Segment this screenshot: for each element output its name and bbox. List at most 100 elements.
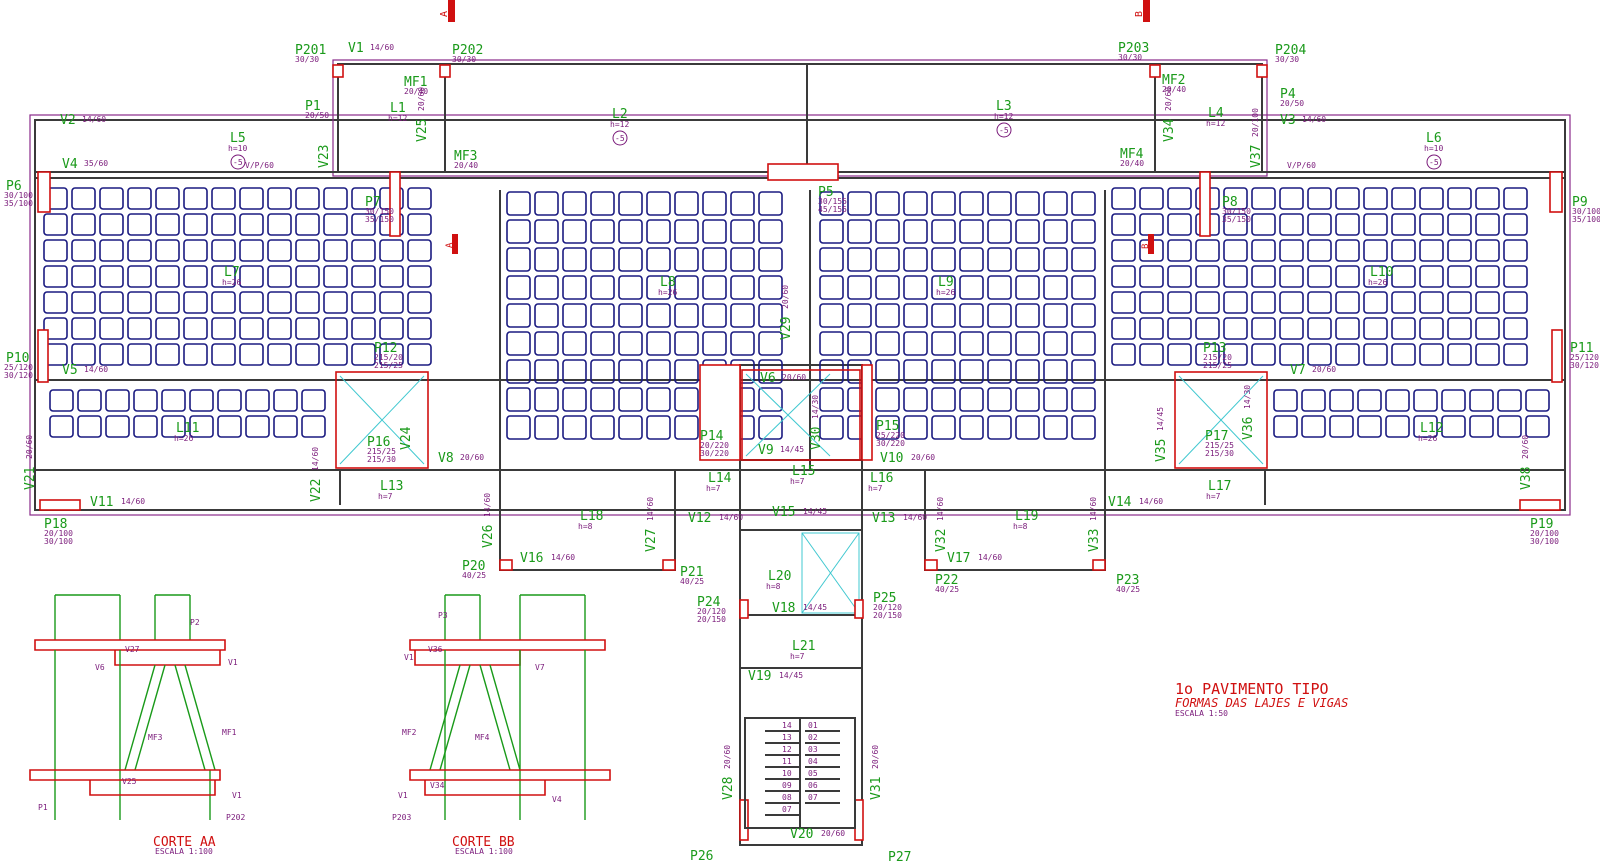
beam-dimension: 14/60 bbox=[121, 497, 145, 506]
svg-text:MF4: MF4 bbox=[475, 733, 490, 742]
beam-label: V16 bbox=[520, 551, 543, 566]
beam-label: V8 bbox=[438, 451, 454, 466]
rib-cell bbox=[506, 219, 531, 244]
rib-cell bbox=[351, 239, 376, 262]
pillar-label: P202 bbox=[452, 43, 483, 58]
wall-beam-label-right: V/P/60 bbox=[1287, 161, 1316, 170]
pillar-label: P8 bbox=[1222, 195, 1238, 210]
rib-cell bbox=[1071, 303, 1096, 328]
rib-cell bbox=[758, 359, 783, 384]
beam-dimension: 14/60 bbox=[370, 43, 394, 52]
slab-label: L21 bbox=[792, 639, 815, 654]
rib-cell bbox=[534, 359, 559, 384]
rib-cell bbox=[618, 331, 643, 356]
rib-cell bbox=[1015, 275, 1040, 300]
rib-cell bbox=[189, 389, 214, 412]
rib-cell bbox=[1139, 187, 1164, 210]
rib-cell bbox=[407, 213, 432, 236]
rib-cell bbox=[1475, 213, 1500, 236]
rib-cell bbox=[1307, 239, 1332, 262]
level-mark-circle bbox=[230, 154, 246, 170]
rib-cell bbox=[1447, 291, 1472, 314]
rib-cell bbox=[1447, 239, 1472, 262]
slab-thickness: h=8 bbox=[1013, 522, 1028, 531]
pillar-dimension: 30/30 bbox=[452, 55, 476, 64]
rib-cell bbox=[931, 247, 956, 272]
rib-cell bbox=[1497, 389, 1522, 412]
rib-cell bbox=[1111, 187, 1136, 210]
beam-dimension: 14/60 bbox=[82, 115, 106, 124]
rib-cell bbox=[875, 303, 900, 328]
beam-label: V30 bbox=[809, 427, 824, 450]
slab-thickness: h=12 bbox=[610, 120, 629, 129]
rib-cell bbox=[1279, 213, 1304, 236]
beam-dimension: 20/100 bbox=[1251, 108, 1260, 137]
rib-cell bbox=[183, 213, 208, 236]
rib-cell bbox=[1307, 317, 1332, 340]
rib-cell bbox=[295, 187, 320, 210]
pillar-dimension: 20/100 bbox=[1530, 529, 1559, 538]
rib-cell bbox=[819, 275, 844, 300]
rib-cell bbox=[730, 191, 755, 216]
rib-cell bbox=[245, 415, 270, 438]
drawing-scale: ESCALA 1:50 bbox=[1175, 709, 1228, 718]
beam-dimension: 14/60 bbox=[84, 365, 108, 374]
svg-text:P203: P203 bbox=[392, 813, 411, 822]
pillar-dimension: 30/120 bbox=[1570, 361, 1599, 370]
pillar-label: P27 bbox=[888, 850, 911, 864]
svg-text:B: B bbox=[1134, 11, 1145, 17]
rib-cell bbox=[1503, 265, 1528, 288]
mf-dimension: 20/40 bbox=[454, 161, 478, 170]
beam-dimension: 20/60 bbox=[25, 435, 34, 459]
rib-cell bbox=[987, 415, 1012, 440]
level-mark: -5 bbox=[1429, 158, 1439, 167]
rib-cell bbox=[1043, 359, 1068, 384]
rib-cell bbox=[239, 187, 264, 210]
rib-cell bbox=[189, 415, 214, 438]
rib-cell bbox=[99, 213, 124, 236]
rib-cell bbox=[674, 415, 699, 440]
rib-cell bbox=[590, 247, 615, 272]
beam-dimension: 20/60 bbox=[821, 829, 845, 838]
rib-cell bbox=[1071, 275, 1096, 300]
rib-cell bbox=[562, 275, 587, 300]
rib-cell bbox=[1195, 265, 1220, 288]
level-mark: -5 bbox=[615, 134, 625, 143]
beam-dimension: 35/60 bbox=[84, 159, 108, 168]
rib-cell bbox=[71, 317, 96, 340]
pillar-dimension: 40/25 bbox=[462, 571, 486, 580]
pillar-dimension: 30/155 bbox=[818, 197, 847, 206]
beam-label: V35 bbox=[1154, 439, 1169, 462]
slab-label: L9 bbox=[938, 275, 954, 290]
rib-cell bbox=[239, 213, 264, 236]
rib-cell bbox=[1391, 187, 1416, 210]
rib-cell bbox=[562, 219, 587, 244]
rib-cell bbox=[1111, 343, 1136, 366]
rib-cell bbox=[618, 219, 643, 244]
rib-cell bbox=[1043, 247, 1068, 272]
slab-label: L20 bbox=[768, 569, 791, 584]
slab-thickness: h=7 bbox=[868, 484, 883, 493]
rib-cell bbox=[618, 191, 643, 216]
rib-cell bbox=[903, 219, 928, 244]
rib-cell bbox=[1419, 317, 1444, 340]
rib-cell bbox=[702, 191, 727, 216]
rib-cell bbox=[267, 291, 292, 314]
beam-dimension: 14/60 bbox=[903, 513, 927, 522]
rib-cell bbox=[1195, 291, 1220, 314]
rib-cell bbox=[959, 415, 984, 440]
rib-cell bbox=[1419, 265, 1444, 288]
slab-label: L6 bbox=[1426, 131, 1442, 146]
rib-cell bbox=[1279, 317, 1304, 340]
beam-dimension: 20/60 bbox=[460, 453, 484, 462]
beam-label: V3 bbox=[1280, 113, 1296, 128]
rib-cell bbox=[1441, 415, 1466, 438]
pillar-dimension: 215/20 bbox=[374, 353, 403, 362]
rib-cell bbox=[155, 239, 180, 262]
